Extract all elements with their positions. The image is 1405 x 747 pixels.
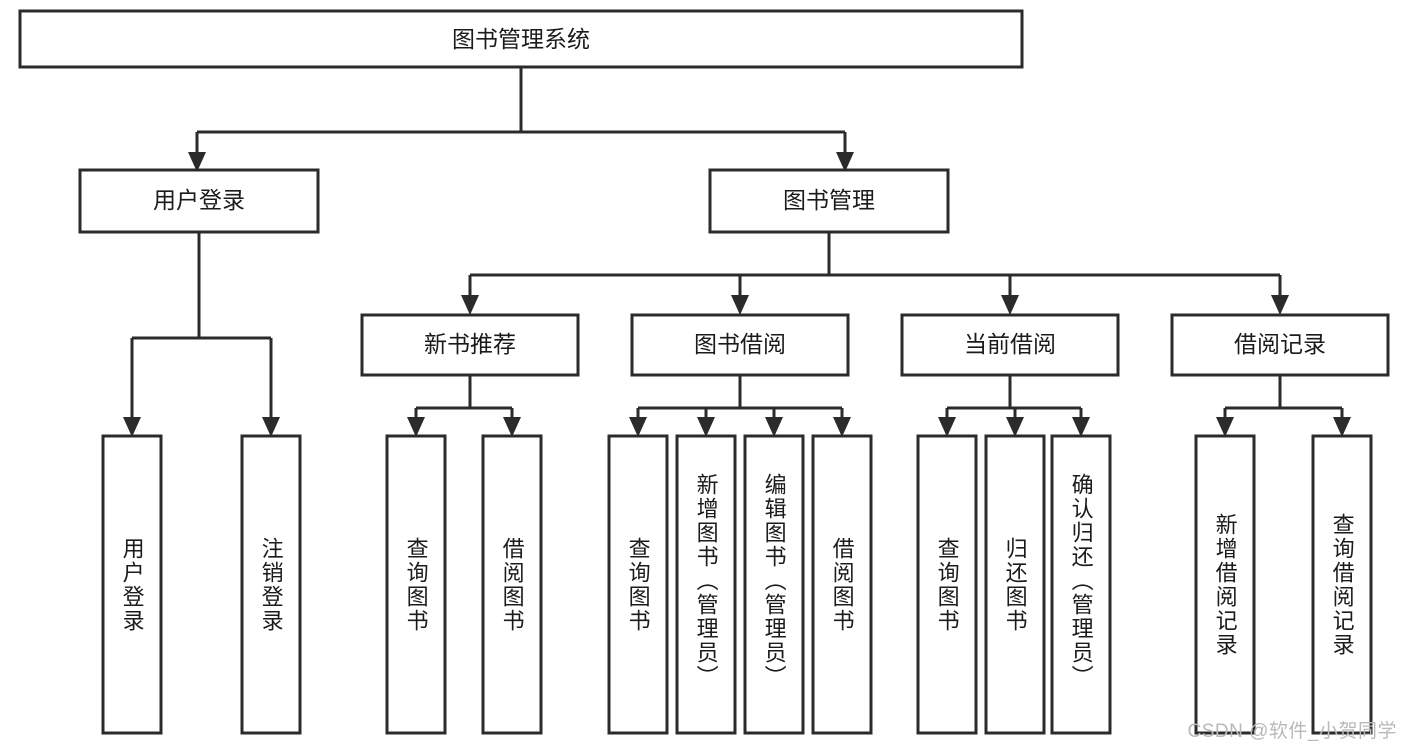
node-new-book-recommend[interactable]: 新书推荐 bbox=[360, 313, 580, 377]
leaf-label-logout-wrap: 注销登录 bbox=[242, 436, 300, 733]
leaf-label-user-login-wrap: 用户登录 bbox=[103, 436, 161, 733]
leaf-label-borrow-book-nb: 借阅图书 bbox=[499, 536, 525, 633]
node-current-borrow-label: 当前借阅 bbox=[964, 331, 1056, 357]
node-leaf-return-book[interactable] bbox=[984, 434, 1046, 735]
connectors-bookmgmt-to-level3 bbox=[461, 232, 1289, 315]
node-user-login-label: 用户登录 bbox=[153, 187, 245, 213]
leaf-label-add-record-wrap: 新增借阅记录 bbox=[1196, 436, 1254, 733]
leaf-label-return-book-wrap: 归还图书 bbox=[986, 436, 1044, 733]
leaf-label-return-book: 归还图书 bbox=[1002, 536, 1028, 633]
leaf-label-query-record-wrap: 查询借阅记录 bbox=[1313, 436, 1371, 733]
leaf-label-confirm-return-wrap: 确认归还（管理员） bbox=[1052, 436, 1110, 733]
node-root-label: 图书管理系统 bbox=[452, 26, 590, 52]
node-leaf-edit-book[interactable] bbox=[743, 434, 805, 735]
leaf-label-query-book-cb: 查询图书 bbox=[934, 536, 960, 633]
node-leaf-logout[interactable] bbox=[240, 434, 302, 735]
connectors-current-to-leaves bbox=[938, 375, 1090, 437]
leaf-label-edit-book: 编辑图书（管理员） bbox=[761, 473, 787, 689]
leaf-label-borrow-book-bb-wrap: 借阅图书 bbox=[813, 436, 871, 733]
connectors-newbook-to-leaves bbox=[407, 375, 521, 437]
node-book-management[interactable]: 图书管理 bbox=[708, 168, 950, 234]
node-leaf-borrow-book-nb[interactable] bbox=[481, 434, 543, 735]
node-book-borrow-label: 图书借阅 bbox=[694, 331, 786, 357]
connectors-userlogin-to-leaves bbox=[123, 232, 280, 437]
node-root[interactable]: 图书管理系统 bbox=[18, 9, 1024, 69]
node-new-book-recommend-label: 新书推荐 bbox=[424, 331, 516, 357]
leaf-label-query-book-bb: 查询图书 bbox=[625, 536, 651, 633]
node-book-borrow[interactable]: 图书借阅 bbox=[630, 313, 850, 377]
node-leaf-query-record[interactable] bbox=[1311, 434, 1373, 735]
leaf-label-borrow-book-bb: 借阅图书 bbox=[829, 536, 855, 633]
node-leaf-user-login[interactable] bbox=[101, 434, 163, 735]
node-user-login[interactable]: 用户登录 bbox=[78, 168, 320, 234]
node-leaf-add-record[interactable] bbox=[1194, 434, 1256, 735]
connectors-record-to-leaves bbox=[1216, 375, 1351, 437]
node-leaf-confirm-return[interactable] bbox=[1050, 434, 1112, 735]
node-current-borrow[interactable]: 当前借阅 bbox=[900, 313, 1120, 377]
leaf-label-confirm-return: 确认归还（管理员） bbox=[1068, 473, 1094, 689]
leaf-label-query-book-bb-wrap: 查询图书 bbox=[609, 436, 667, 733]
leaf-label-user-login: 用户登录 bbox=[119, 536, 145, 633]
connectors-borrow-to-leaves bbox=[629, 375, 851, 437]
leaf-label-query-record: 查询借阅记录 bbox=[1329, 512, 1355, 657]
leaf-label-logout: 注销登录 bbox=[258, 536, 284, 633]
leaf-label-add-book: 新增图书（管理员） bbox=[693, 473, 719, 689]
leaf-label-edit-book-wrap: 编辑图书（管理员） bbox=[745, 436, 803, 733]
node-leaf-query-book-bb[interactable] bbox=[607, 434, 669, 735]
node-borrow-record[interactable]: 借阅记录 bbox=[1170, 313, 1390, 377]
node-leaf-add-book[interactable] bbox=[675, 434, 737, 735]
node-leaf-query-book-nb[interactable] bbox=[385, 434, 447, 735]
leaf-label-add-record: 新增借阅记录 bbox=[1212, 512, 1238, 657]
connectors-root-to-level2 bbox=[188, 67, 854, 172]
node-leaf-borrow-book-bb[interactable] bbox=[811, 434, 873, 735]
leaf-label-borrow-book-nb-wrap: 借阅图书 bbox=[483, 436, 541, 733]
leaf-label-query-book-nb: 查询图书 bbox=[403, 536, 429, 633]
leaf-label-add-book-wrap: 新增图书（管理员） bbox=[677, 436, 735, 733]
leaf-label-query-book-cb-wrap: 查询图书 bbox=[918, 436, 976, 733]
node-leaf-query-book-cb[interactable] bbox=[916, 434, 978, 735]
node-borrow-record-label: 借阅记录 bbox=[1234, 331, 1326, 357]
node-book-management-label: 图书管理 bbox=[783, 187, 875, 213]
leaf-label-query-book-nb-wrap: 查询图书 bbox=[387, 436, 445, 733]
